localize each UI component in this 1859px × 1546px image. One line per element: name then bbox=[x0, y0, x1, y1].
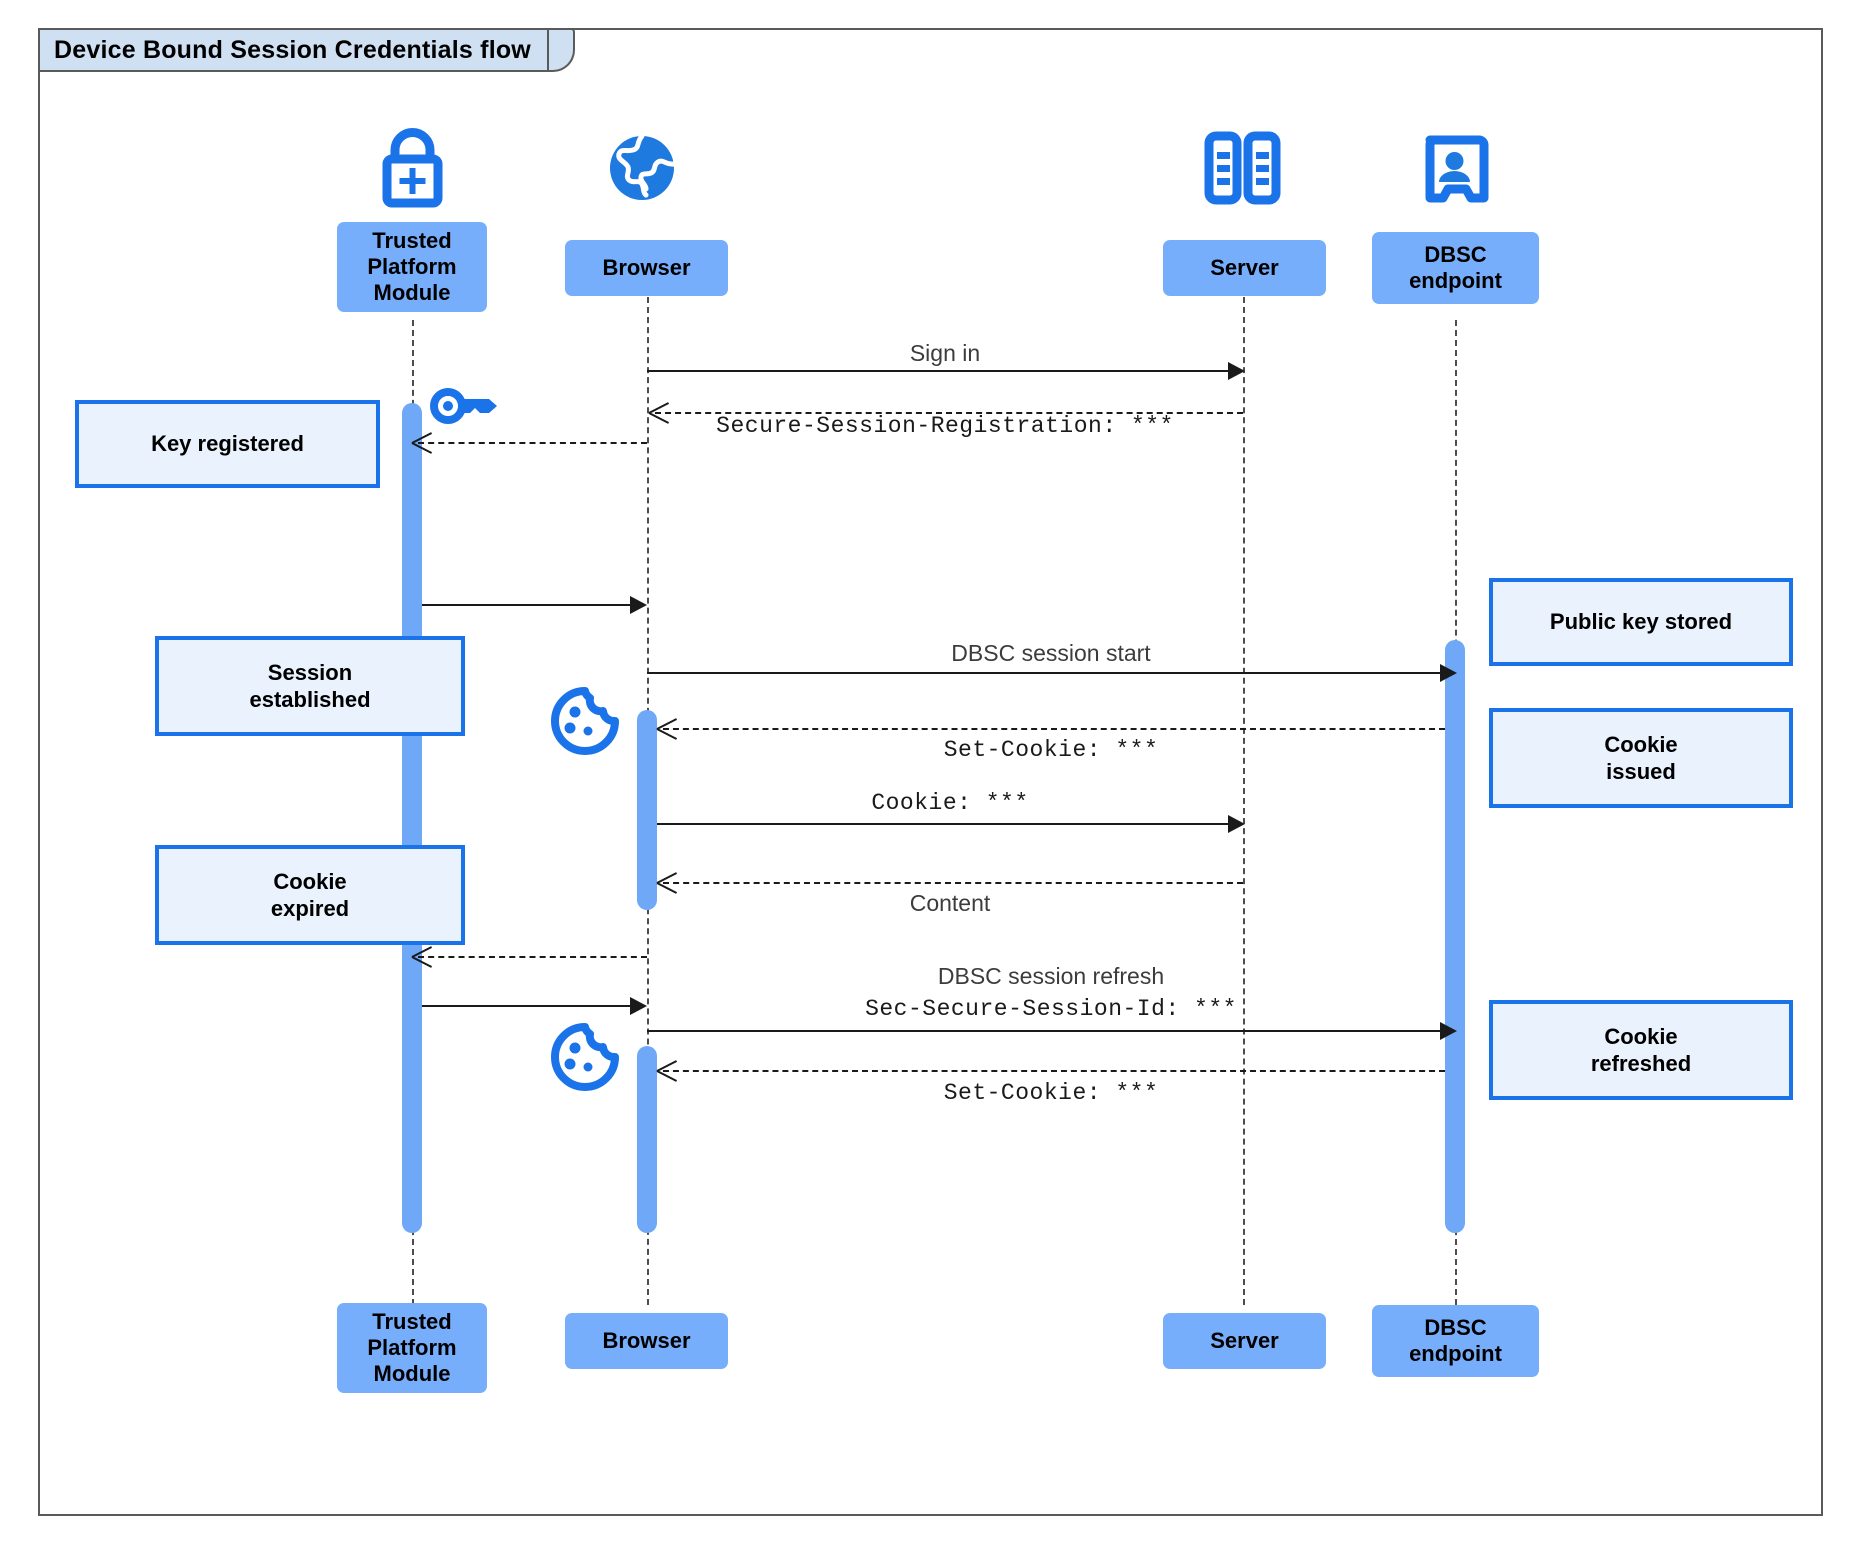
message-line-tpm-to-browser-1 bbox=[422, 604, 632, 606]
participant-label: Server bbox=[1210, 255, 1279, 281]
arrowhead-right bbox=[1440, 1022, 1457, 1040]
arrowhead-open-left bbox=[657, 717, 677, 739]
message-label-secure-session-registration: Secure-Session-Registration: *** bbox=[716, 413, 1174, 439]
participant-browser-bottom[interactable]: Browser bbox=[565, 1313, 728, 1369]
arrowhead-open-left bbox=[649, 401, 669, 423]
note-label: Key registered bbox=[151, 431, 304, 457]
arrowhead-right bbox=[1228, 815, 1245, 833]
message-line-tpm-to-browser-2 bbox=[422, 1005, 632, 1007]
arrowhead-open-left bbox=[412, 431, 432, 453]
activation-bar-browser-1 bbox=[637, 710, 657, 910]
activation-bar-tpm bbox=[402, 403, 422, 1233]
participant-label: Browser bbox=[602, 1328, 691, 1354]
message-label-sec-secure-session-id: Sec-Secure-Session-Id: *** bbox=[865, 996, 1237, 1022]
server-rack-icon bbox=[1195, 128, 1290, 213]
participant-server-top[interactable]: Server bbox=[1163, 240, 1326, 296]
arrowhead-open-left bbox=[412, 945, 432, 967]
message-label-set-cookie-2: Set-Cookie: *** bbox=[943, 1080, 1159, 1106]
message-line-cookie bbox=[657, 823, 1232, 825]
message-line-secure-session-registration bbox=[655, 412, 1243, 414]
message-label-content: Content bbox=[909, 890, 991, 916]
lifeline-server bbox=[1243, 287, 1245, 1305]
message-label-cookie: Cookie: *** bbox=[871, 790, 1029, 816]
message-label-dbsc-session-refresh: DBSC session refresh bbox=[937, 963, 1165, 989]
frame-title-fold bbox=[546, 28, 575, 72]
message-line-dbsc-session-start bbox=[647, 672, 1444, 674]
globe-icon bbox=[598, 128, 686, 213]
message-line-browser-to-tpm-2 bbox=[418, 956, 647, 958]
message-label-dbsc-session-start: DBSC session start bbox=[951, 640, 1151, 666]
participant-browser-top[interactable]: Browser bbox=[565, 240, 728, 296]
message-line-sec-secure-session-id bbox=[647, 1030, 1444, 1032]
message-label-set-cookie-1: Set-Cookie: *** bbox=[943, 737, 1159, 763]
participant-label: Server bbox=[1210, 1328, 1279, 1354]
arrowhead-open-left bbox=[657, 1059, 677, 1081]
arrowhead-right bbox=[630, 596, 647, 614]
arrowhead-right bbox=[1440, 664, 1457, 682]
participant-server-bottom[interactable]: Server bbox=[1163, 1313, 1326, 1369]
arrowhead-open-left bbox=[657, 871, 677, 893]
activation-bar-browser-2 bbox=[637, 1046, 657, 1233]
note-key-registered: Key registered bbox=[75, 400, 380, 488]
message-line-browser-to-tpm-1 bbox=[418, 442, 647, 444]
message-line-set-cookie-1 bbox=[663, 728, 1445, 730]
participant-label: Browser bbox=[602, 255, 691, 281]
message-label-sign-in: Sign in bbox=[909, 340, 981, 366]
key-icon bbox=[428, 382, 503, 435]
cookie-icon-2 bbox=[547, 1021, 623, 1098]
message-line-content bbox=[663, 882, 1243, 884]
cookie-icon-1 bbox=[547, 685, 623, 762]
id-badge-icon bbox=[1412, 128, 1497, 213]
arrowhead-right bbox=[1228, 362, 1245, 380]
lock-plus-icon bbox=[365, 128, 460, 213]
note-public-key-stored: Public key stored bbox=[1489, 578, 1793, 666]
message-line-set-cookie-2 bbox=[663, 1070, 1445, 1072]
arrowhead-right bbox=[630, 997, 647, 1015]
note-label: Public key stored bbox=[1549, 609, 1733, 635]
frame-title: Device Bound Session Credentials flow bbox=[38, 28, 549, 72]
activation-bar-dbsc bbox=[1445, 640, 1465, 1233]
message-line-sign-in bbox=[647, 370, 1232, 372]
